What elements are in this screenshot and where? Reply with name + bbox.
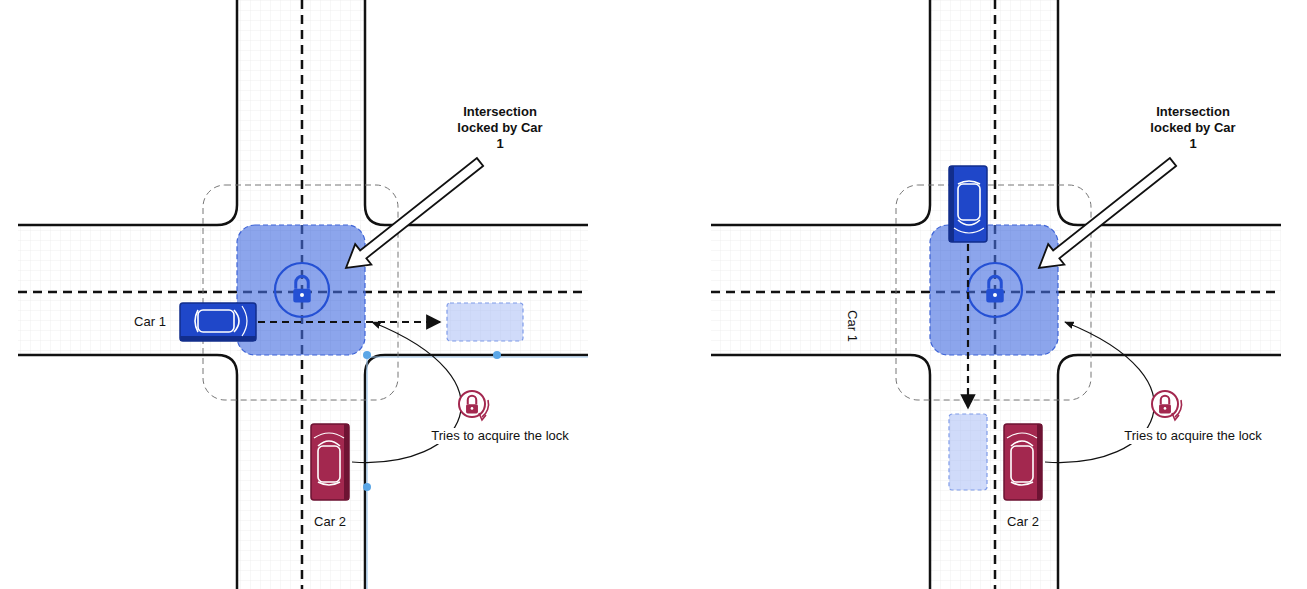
car-windshield <box>1011 441 1033 485</box>
locked-area <box>930 225 1058 355</box>
road-vertical <box>237 0 365 589</box>
motion-arrow <box>258 321 440 323</box>
car-label: Car 2 <box>1007 514 1039 530</box>
selection-handle <box>363 483 371 491</box>
car-windshield <box>195 310 239 332</box>
car <box>311 424 349 500</box>
padlock-icon <box>1159 396 1171 414</box>
car-body <box>1004 424 1042 500</box>
padlock-keyhole <box>471 407 474 410</box>
car-roof <box>1011 446 1033 482</box>
lock-badge <box>968 263 1022 317</box>
padlock-shackle <box>1161 396 1170 405</box>
car-body <box>447 303 523 341</box>
retry-arc <box>1175 400 1182 417</box>
car-label: Car 1 <box>134 314 166 330</box>
lock-badge <box>275 263 329 317</box>
road-horizontal <box>711 225 1281 355</box>
padlock-keyhole <box>993 293 997 297</box>
selection-handle <box>493 351 501 359</box>
car-body <box>949 414 987 490</box>
lock-badge <box>1152 391 1178 417</box>
callout-arrow <box>338 152 488 278</box>
lane-divider <box>301 0 304 589</box>
car-windshield <box>958 181 980 225</box>
car-hood <box>314 433 344 438</box>
padlock-shackle <box>468 396 477 405</box>
road-vertical <box>930 0 1058 589</box>
padlock-icon <box>293 276 311 302</box>
retry-arrowhead <box>1172 413 1179 420</box>
padlock-keyhole <box>300 293 304 297</box>
padlock-body <box>293 289 311 303</box>
action-note: Tries to acquire the lock <box>429 428 571 444</box>
car-roof <box>198 310 234 332</box>
road-edge <box>1058 0 1281 225</box>
car-side <box>180 336 256 341</box>
padlock-icon <box>986 276 1004 302</box>
ghost-car <box>447 303 523 341</box>
road-edge <box>711 355 930 589</box>
callout-note: Intersection locked by Car 1 <box>456 104 544 152</box>
car-side <box>1037 424 1042 500</box>
padlock-shackle <box>296 276 309 289</box>
car-body <box>311 424 349 500</box>
car <box>180 303 256 341</box>
road-edge <box>18 355 237 589</box>
car <box>1004 424 1042 500</box>
car-windshield <box>318 441 340 485</box>
car-roof <box>958 184 980 220</box>
motion-arrow <box>967 244 969 408</box>
road-edge <box>18 0 237 225</box>
car-label: Car 1 <box>844 310 860 342</box>
car-hood <box>1007 433 1037 438</box>
ghost-car <box>949 414 987 490</box>
intersection-zone <box>203 185 398 400</box>
selection-handle <box>363 351 371 359</box>
car-label: Car 2 <box>314 514 346 530</box>
road-edge <box>365 0 588 225</box>
car <box>949 166 987 242</box>
padlock-body <box>1159 404 1171 413</box>
road-edge <box>1058 355 1281 589</box>
car-hood <box>954 228 984 233</box>
retry-arc <box>482 400 489 417</box>
retry-arrowhead <box>479 413 486 420</box>
selection-outline <box>367 357 588 589</box>
callout-arrow <box>1031 152 1181 278</box>
lane-divider <box>994 0 997 589</box>
padlock-keyhole <box>1164 407 1167 410</box>
car-hood <box>242 306 247 336</box>
padlock-icon <box>466 396 478 414</box>
car-body <box>949 166 987 242</box>
callout-note: Intersection locked by Car 1 <box>1149 104 1237 152</box>
car-side <box>949 166 954 242</box>
car-side <box>344 424 349 500</box>
lock-badge <box>459 391 485 417</box>
action-note: Tries to acquire the lock <box>1122 428 1264 444</box>
intersection-zone <box>896 185 1091 400</box>
road-horizontal <box>18 225 588 355</box>
padlock-shackle <box>989 276 1002 289</box>
intersection-panel <box>18 0 588 589</box>
road-edge <box>365 355 588 589</box>
padlock-body <box>986 289 1004 303</box>
car-body <box>180 303 256 341</box>
intersection-panel <box>711 0 1281 589</box>
road-edge <box>711 0 930 225</box>
padlock-body <box>466 404 478 413</box>
car-roof <box>318 446 340 482</box>
